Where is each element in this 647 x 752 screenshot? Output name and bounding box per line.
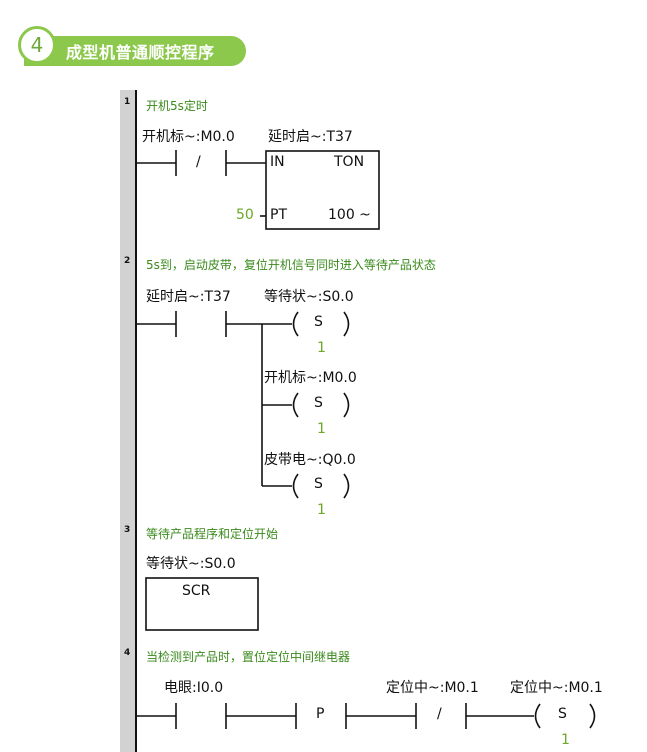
network-2-coil-1-label: 等待状~:S0.0 [264,289,354,305]
network-2-coil-2-label: 开机标~:M0.0 [264,370,357,386]
network-2-coil-2-op: S [314,395,323,411]
network-3-scr-name: 等待状~:S0.0 [146,556,236,572]
network-4-contact-1-label: 电眼:I0.0 [164,680,224,696]
network-2-comment: 5s到，启动皮带，复位开机信号同时进入等待产品状态 [146,258,436,272]
ladder-left-rail [120,90,135,752]
timer-type-label: TON [334,154,365,170]
network-2-coil-1-op: S [314,314,323,330]
network-1-nc-contact-symbol: / [196,154,201,170]
network-2-coil-3-count: 1 [317,502,326,518]
network-4-contact-2-label: 定位中~:M0.1 [386,680,479,696]
ladder-power-rail [135,90,137,752]
network-4-nc-contact-symbol: / [437,706,442,722]
network-4-p-contact: P [316,706,325,722]
network-4-coil-label: 定位中~:M0.1 [510,680,603,696]
network-1-timer-name: 延时启~:T37 [268,129,353,145]
timer-base-label: 100 ~ [328,207,371,223]
network-1-contact-label: 开机标~:M0.0 [142,129,235,145]
section-header-bar [24,36,246,66]
timer-pt-label: PT [270,207,287,223]
network-2-coil-2-count: 1 [317,421,326,437]
network-4-coil-op: S [558,706,567,722]
network-2-contact-label: 延时启~:T37 [146,289,231,305]
network-4-number: 4 [124,648,131,658]
network-2-coil-3-label: 皮带电~:Q0.0 [264,452,356,468]
timer-in-label: IN [270,154,285,170]
network-2-coil-3-op: S [314,476,323,492]
network-4-comment: 当检测到产品时，置位定位中间继电器 [146,650,351,664]
network-1-comment: 开机5s定时 [146,99,208,113]
network-4-coil-count: 1 [561,732,570,748]
section-title: 成型机普通顺控程序 [66,43,215,62]
network-2-number: 2 [124,256,131,266]
network-3-number: 3 [124,525,131,535]
network-3-comment: 等待产品程序和定位开始 [146,527,279,541]
network-2-coil-1-count: 1 [317,340,326,356]
network-1-number: 1 [124,97,131,107]
network-3-scr-label: SCR [182,583,211,599]
section-number-badge: 4 [18,26,56,64]
timer-preset-value: 50 [236,207,254,223]
